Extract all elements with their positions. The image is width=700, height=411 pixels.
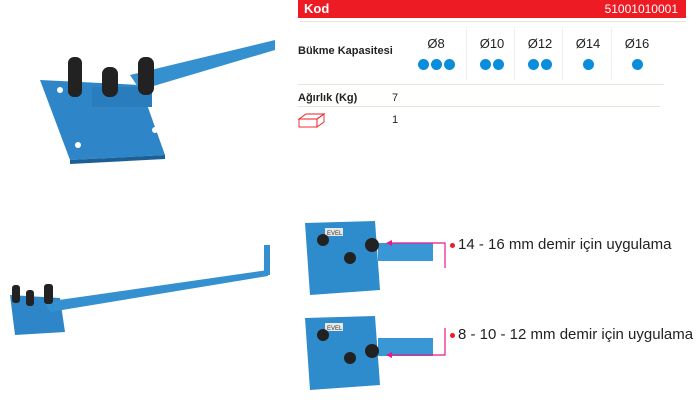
divider xyxy=(298,84,664,85)
diameter-label: Ø12 xyxy=(527,36,553,51)
application-note-14-16: 14 - 16 mm demir için uygulama xyxy=(450,236,671,253)
weight-label: Ağırlık (Kg) xyxy=(298,92,358,104)
capacity-dots xyxy=(412,57,460,75)
capacity-column: Ø16 xyxy=(613,28,661,80)
diameter-label: Ø14 xyxy=(575,36,601,51)
code-value: 51001010001 xyxy=(604,2,678,16)
divider xyxy=(298,106,660,107)
capacity-dot xyxy=(582,59,594,70)
capacity-column: Ø10 xyxy=(468,28,516,80)
box-icon xyxy=(297,113,326,128)
capacity-dot xyxy=(430,59,442,70)
bullet-icon xyxy=(450,242,455,248)
application-text: 8 - 10 - 12 mm demir için uygulama xyxy=(458,326,694,343)
capacity-dots xyxy=(613,57,661,75)
capacity-column: Ø8 xyxy=(412,28,460,80)
weight-value: 7 xyxy=(392,92,399,104)
application-text: 14 - 16 mm demir için uygulama xyxy=(458,236,672,253)
capacity-dot xyxy=(480,59,491,70)
brand-label: EVEL xyxy=(327,326,343,332)
bullet-icon xyxy=(450,332,455,338)
capacity-dots xyxy=(468,57,516,75)
column-divider xyxy=(611,28,612,80)
column-divider xyxy=(562,28,563,80)
capacity-label: Bükme Kapasitesi xyxy=(298,45,393,57)
application-note-8-12: 8 - 10 - 12 mm demir için uygulama xyxy=(450,326,693,343)
capacity-dot xyxy=(417,59,429,70)
diameter-label: Ø8 xyxy=(427,36,445,51)
application-image-8-10-12: EVEL xyxy=(305,316,446,390)
code-label: Kod xyxy=(304,1,330,16)
brand-label: EVEL xyxy=(327,231,343,237)
capacity-dot xyxy=(493,59,504,70)
capacity-dot xyxy=(528,59,539,70)
capacity-dot xyxy=(631,59,643,70)
divider xyxy=(300,21,686,22)
application-image-14-16: EVEL xyxy=(305,221,446,295)
product-image-bender xyxy=(40,40,275,164)
column-divider xyxy=(514,28,515,80)
code-header-bar: Kod 51001010001 xyxy=(298,0,686,18)
diameter-label: Ø10 xyxy=(479,36,505,51)
capacity-dots xyxy=(564,57,612,75)
capacity-column: Ø14 xyxy=(564,28,612,80)
diameter-label: Ø16 xyxy=(624,36,650,51)
capacity-column: Ø12 xyxy=(516,28,564,80)
capacity-dots xyxy=(516,57,564,75)
capacity-dot xyxy=(443,59,455,70)
column-divider xyxy=(466,28,467,80)
package-value: 1 xyxy=(392,114,399,126)
product-image-bender-with-handle xyxy=(10,245,270,335)
capacity-dot xyxy=(541,59,552,70)
